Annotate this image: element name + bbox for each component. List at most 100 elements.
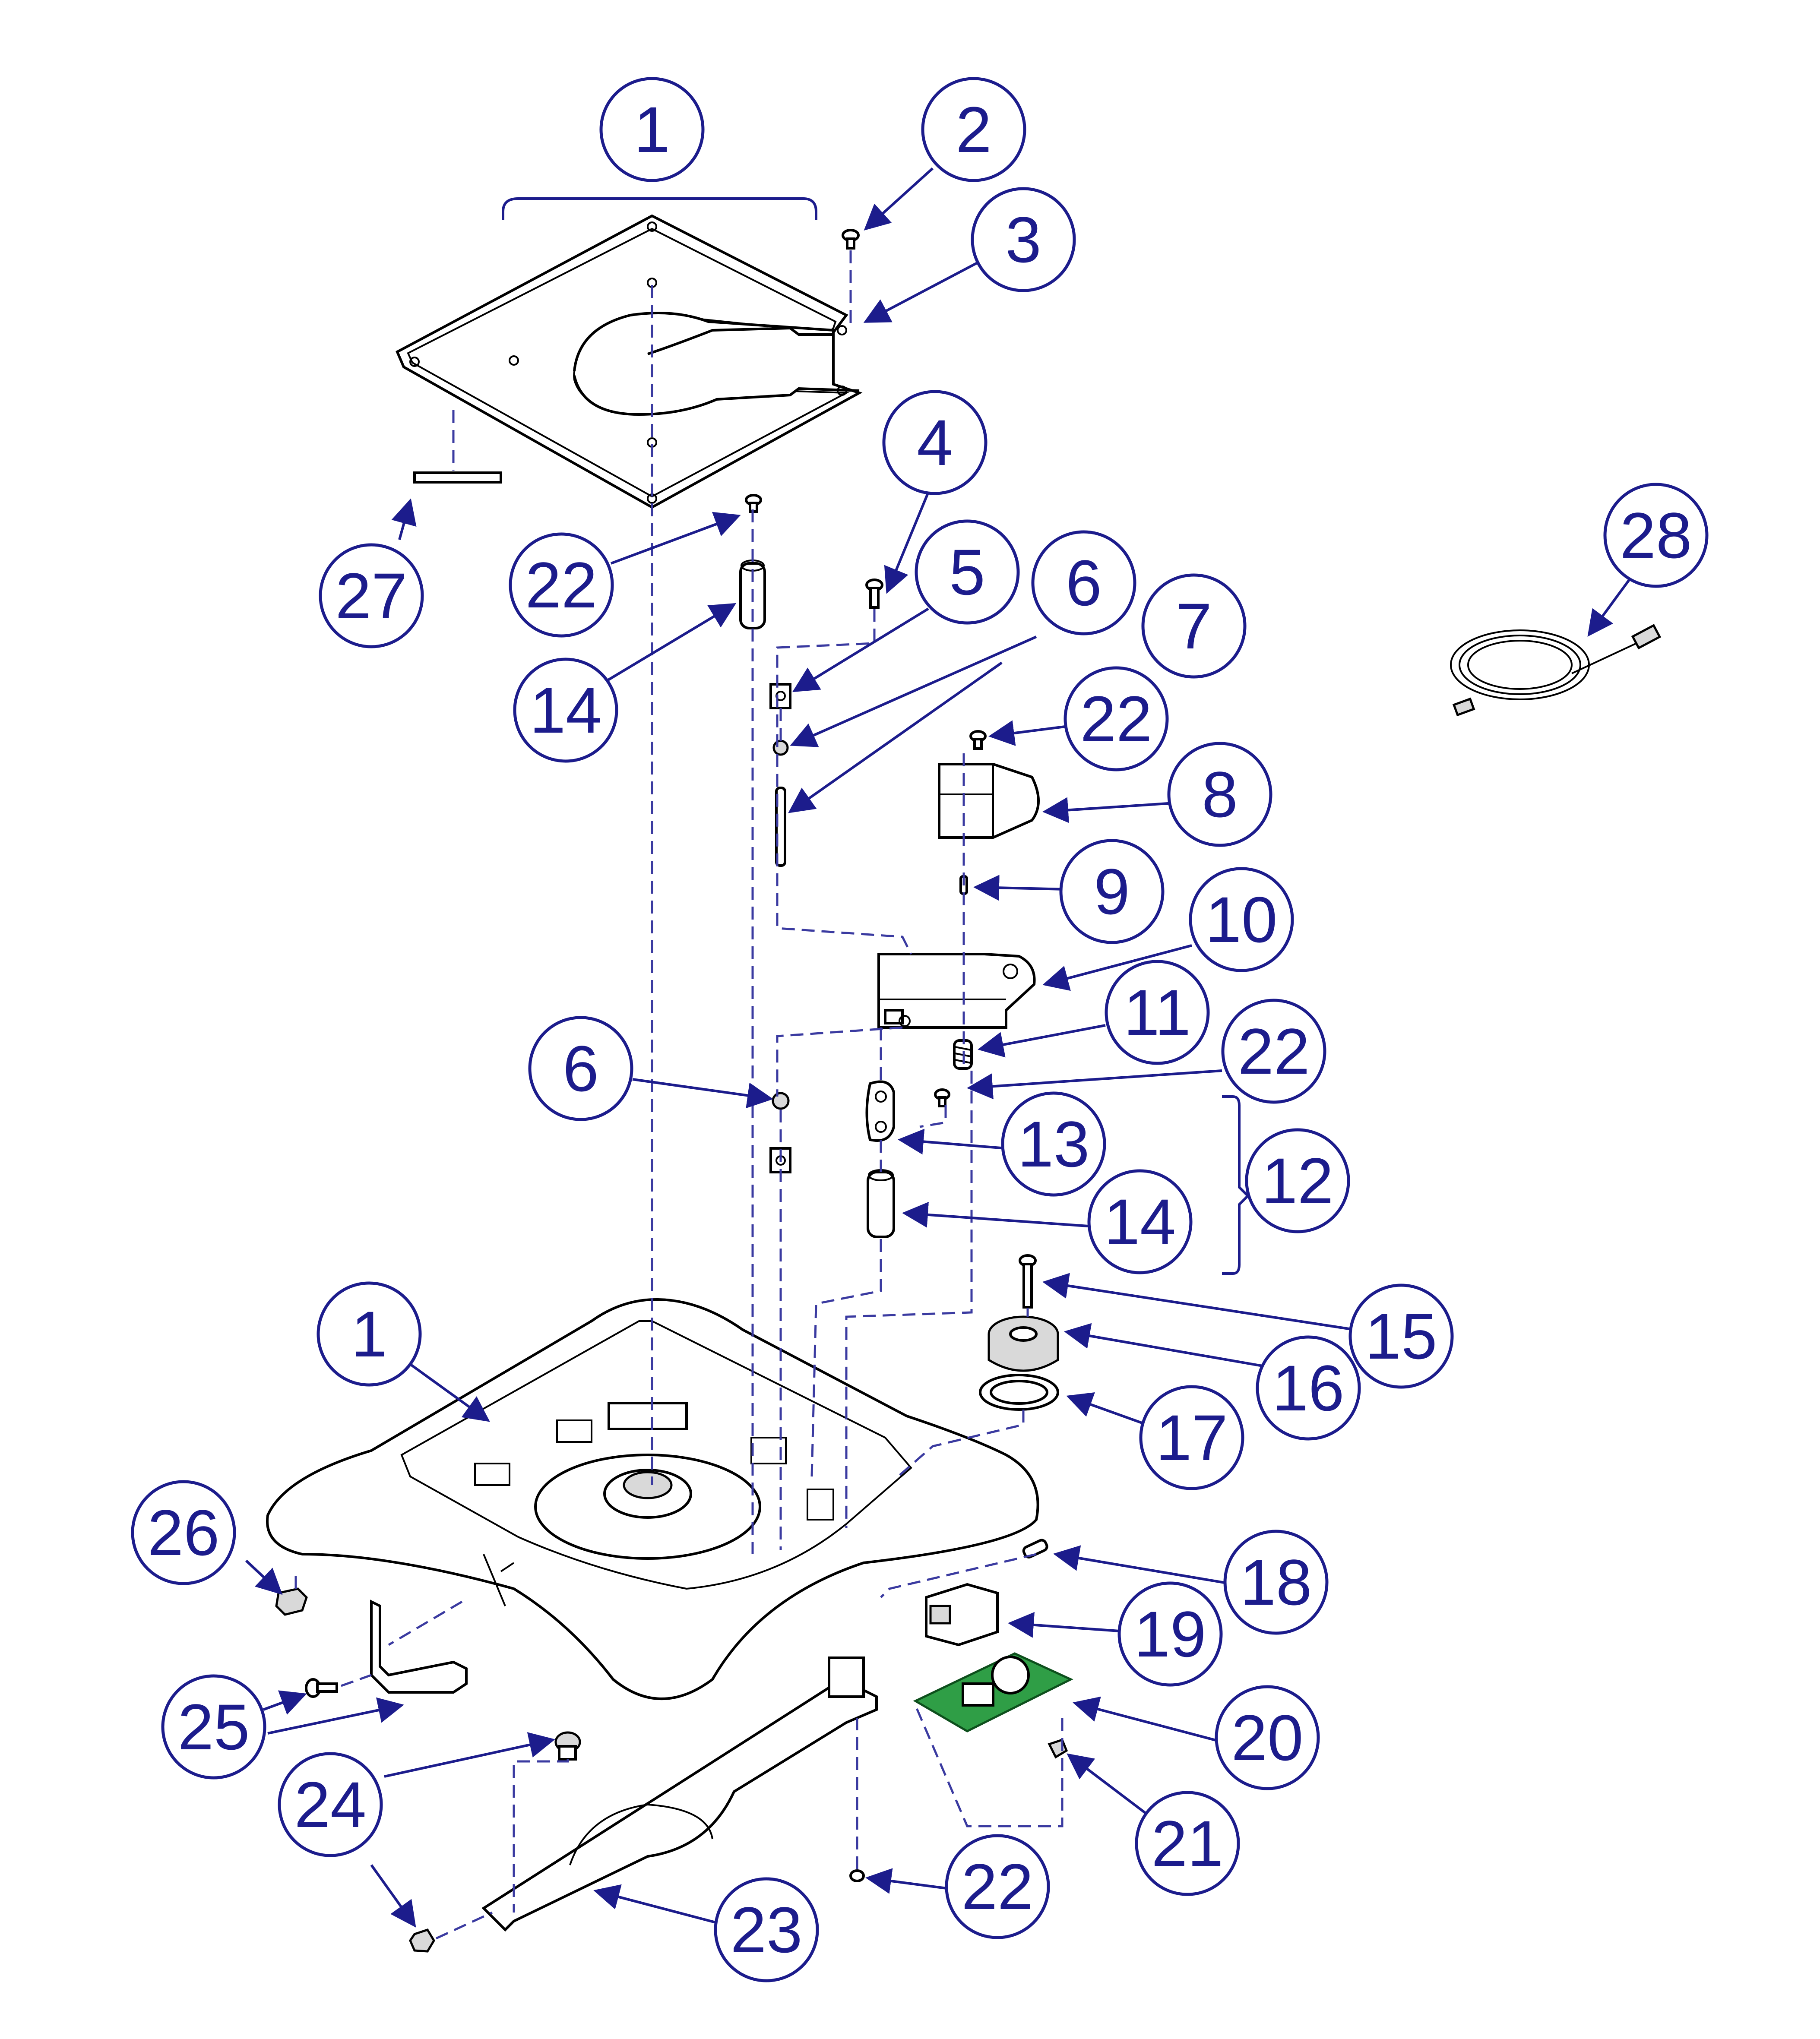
callout-c9: 9	[1059, 839, 1165, 944]
callout-circle	[317, 1281, 422, 1387]
callout-number: 12	[1262, 1144, 1334, 1217]
callout-number: 22	[962, 1850, 1034, 1923]
mounting-rail-part-23	[481, 1656, 878, 1932]
callout-circle	[1135, 1791, 1240, 1896]
callout-c12: 12	[1245, 1128, 1350, 1233]
callout-circle	[1348, 1283, 1454, 1389]
callout-number: 10	[1206, 883, 1278, 956]
callout-circle	[915, 519, 1020, 625]
callout-c19: 19	[1117, 1581, 1223, 1687]
callout-number: 8	[1202, 758, 1238, 831]
callout-circle	[513, 658, 618, 763]
callout-number: 15	[1365, 1300, 1437, 1372]
callout-c22a: 22	[509, 532, 614, 638]
screw-part-22-right	[969, 730, 987, 750]
callout-c24: 24	[278, 1752, 383, 1857]
callout-circle	[1141, 573, 1247, 679]
callout-c16: 16	[1256, 1335, 1361, 1441]
circuit-board-part-20	[913, 1652, 1073, 1732]
callout-number: 5	[949, 536, 985, 608]
cable-part-28	[1450, 624, 1662, 717]
callout-c6a: 6	[1031, 530, 1136, 635]
callout-circle	[1139, 1385, 1244, 1490]
callout-number: 7	[1176, 590, 1212, 662]
callout-number: 24	[294, 1768, 367, 1841]
callout-c22d: 22	[945, 1834, 1050, 1939]
callout-number: 18	[1240, 1546, 1312, 1619]
callout-c15: 15	[1348, 1283, 1454, 1389]
callout-number: 11	[1124, 976, 1191, 1049]
callout-number: 4	[917, 406, 953, 479]
callout-circle	[1603, 483, 1709, 588]
callout-circle	[161, 1674, 266, 1780]
block-part-5	[769, 683, 791, 709]
callout-c22c: 22	[1221, 999, 1326, 1104]
callout-number: 22	[1238, 1015, 1310, 1087]
callout-c4: 4	[882, 390, 988, 495]
callout-c21: 21	[1135, 1791, 1240, 1896]
callout-c1a: 1	[599, 77, 705, 182]
callout-number: 14	[530, 674, 602, 746]
screw-part-2	[842, 229, 860, 250]
bracket-part-8	[938, 763, 1040, 839]
sleeve-part-14-mid	[867, 1169, 895, 1238]
nut-part-26	[275, 1587, 308, 1616]
screw-part-22-mid	[934, 1088, 950, 1107]
callout-c27: 27	[319, 543, 424, 648]
callout-circle	[1031, 530, 1136, 635]
callout-c5: 5	[915, 519, 1020, 625]
callout-number: 13	[1018, 1108, 1090, 1180]
callout-c18: 18	[1223, 1530, 1329, 1635]
washer-part-6-mid	[772, 1092, 790, 1110]
callout-circle	[1215, 1685, 1320, 1790]
callout-number: 3	[1005, 203, 1041, 276]
callout-circle	[1223, 1530, 1329, 1635]
callout-c2: 2	[921, 77, 1026, 182]
screw-part-25	[305, 1678, 338, 1698]
callout-number: 20	[1231, 1701, 1304, 1774]
callout-c1b: 1	[317, 1281, 422, 1387]
leader-lines	[245, 167, 1638, 1928]
nut-part-24-lower	[409, 1928, 435, 1953]
callout-circle	[131, 1480, 236, 1585]
callout-c7: 7	[1141, 573, 1247, 679]
link-part-13	[865, 1080, 895, 1142]
callout-c28: 28	[1603, 483, 1709, 588]
callout-c6b: 6	[528, 1016, 633, 1121]
callout-number: 2	[956, 93, 991, 166]
callout-c13: 13	[1001, 1091, 1106, 1197]
callout-circle	[1064, 666, 1169, 771]
callout-circle	[319, 543, 424, 648]
callout-circle	[971, 187, 1076, 292]
callout-number: 21	[1152, 1807, 1224, 1880]
callout-c23: 23	[714, 1877, 819, 1982]
pin-part-18	[1022, 1539, 1048, 1558]
callout-c14a: 14	[513, 658, 618, 763]
callout-circle	[278, 1752, 383, 1857]
callout-circle	[1167, 742, 1272, 847]
callout-c8: 8	[1167, 742, 1272, 847]
nut-part-21	[1048, 1738, 1068, 1759]
callout-circle	[945, 1834, 1050, 1939]
callout-number: 22	[525, 549, 598, 621]
rod-part-7	[775, 787, 786, 867]
screw-part-22-top	[745, 494, 762, 513]
assembly-bracket-top	[502, 197, 817, 220]
screw-part-22-bottom	[849, 1869, 865, 1882]
callout-number: 28	[1620, 499, 1692, 572]
callout-circle	[528, 1016, 633, 1121]
housing-part-10	[877, 953, 1036, 1029]
callout-number: 27	[336, 560, 408, 632]
callout-number: 26	[148, 1496, 220, 1569]
callout-c3: 3	[971, 187, 1076, 292]
callout-number: 6	[1066, 547, 1101, 619]
bumper-part-16	[988, 1315, 1059, 1372]
fitting-part-24	[554, 1731, 581, 1761]
ring-part-17	[979, 1374, 1059, 1411]
washer-part-6-top	[772, 740, 789, 756]
callout-circle	[921, 77, 1026, 182]
callout-number: 16	[1272, 1352, 1345, 1424]
assembly-lines	[294, 250, 1064, 1940]
callout-circle	[1221, 999, 1326, 1104]
